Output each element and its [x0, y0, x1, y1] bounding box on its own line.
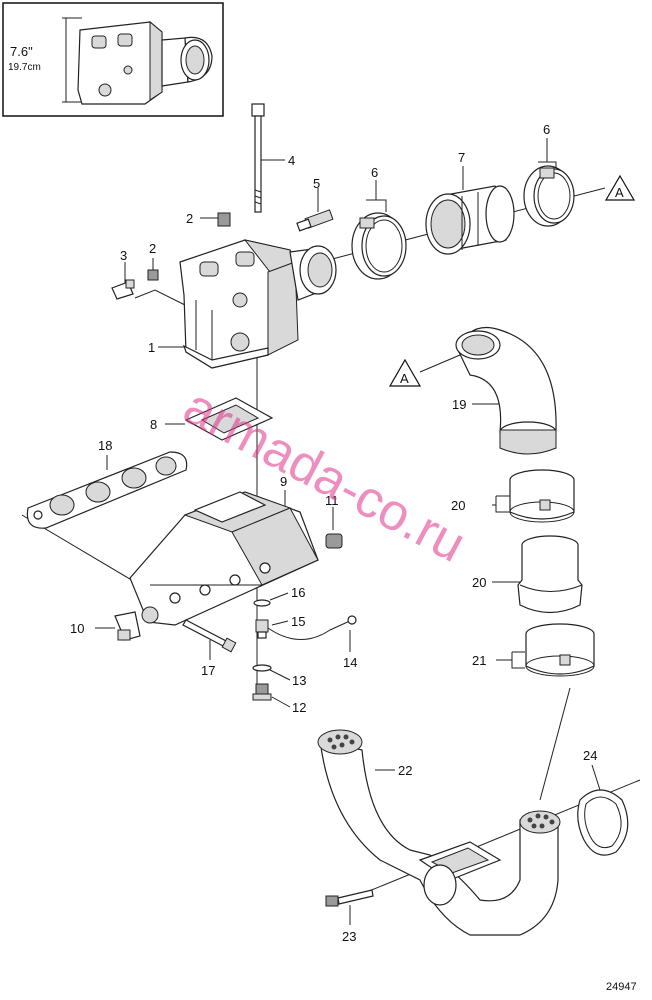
callout-20-top: 20 [451, 498, 465, 513]
inset-dimension-cm: 19.7cm [8, 62, 41, 73]
pipe-holes-top [327, 734, 355, 750]
hose-clamp-left [351, 212, 407, 280]
callout-2-left: 2 [149, 241, 156, 256]
callout-12: 12 [292, 700, 306, 715]
plug-left [147, 269, 159, 281]
callout-labels: 1 2 2 3 4 5 6 6 7 8 9 10 11 12 13 14 15 … [70, 122, 597, 944]
callout-9: 9 [280, 474, 287, 489]
manifold-bolt [182, 619, 237, 653]
callout-6-left: 6 [371, 165, 378, 180]
drain-plug [252, 683, 272, 701]
reference-marker-a-right: A [604, 174, 636, 201]
svg-text:A: A [615, 185, 624, 200]
callout-3: 3 [120, 248, 127, 263]
callout-7: 7 [458, 150, 465, 165]
sender-wire [267, 615, 357, 640]
callout-19: 19 [452, 397, 466, 412]
hose-clamp-20-bottom [525, 623, 595, 677]
pipe-bolt [325, 889, 374, 907]
callout-13: 13 [292, 673, 306, 688]
callout-15: 15 [291, 614, 305, 629]
callout-6-right: 6 [543, 122, 550, 137]
exhaust-hose [425, 185, 515, 255]
callout-8: 8 [150, 417, 157, 432]
callout-2-top: 2 [186, 211, 193, 226]
exhaust-manifold [129, 491, 319, 626]
callout-23: 23 [342, 929, 356, 944]
plug-top [217, 212, 231, 227]
exhaust-elbow [179, 239, 337, 369]
o-ring-13 [252, 664, 272, 672]
o-ring-16 [253, 599, 271, 607]
callout-16: 16 [291, 585, 305, 600]
callout-5: 5 [313, 176, 320, 191]
callout-20-bottom: 21 [472, 653, 486, 668]
elbow-fitting [114, 611, 141, 641]
callout-21: 20 [472, 575, 486, 590]
hose-clamp-20-top [509, 469, 575, 523]
reference-marker-a-left: A [388, 358, 422, 387]
callout-22: 22 [398, 763, 412, 778]
exhaust-pipe [317, 729, 561, 936]
inset-elbow-drawing [77, 20, 213, 105]
callout-24: 24 [583, 748, 597, 763]
inset-box: 7.6" 19.7cm [2, 2, 224, 117]
callout-4: 4 [288, 153, 295, 168]
callout-18: 18 [98, 438, 112, 453]
callout-1: 1 [148, 340, 155, 355]
manifold-plug [325, 533, 343, 549]
hose-adapter [517, 535, 583, 614]
sender-15 [255, 619, 269, 639]
drain-fitting [111, 279, 135, 300]
callout-11: 11 [325, 493, 339, 508]
pipe-gasket [577, 789, 629, 856]
inset-dimension-inches: 7.6" [10, 44, 33, 59]
callout-17: 17 [201, 663, 215, 678]
rubber-elbow [455, 326, 557, 455]
temperature-sender [296, 209, 334, 232]
callout-14: 14 [343, 655, 357, 670]
long-bolt [251, 103, 265, 213]
svg-text:A: A [400, 371, 409, 386]
manifold-gasket [26, 451, 188, 529]
hose-clamp-right [523, 165, 575, 227]
elbow-gasket [184, 397, 274, 441]
figure-number: 24947 [606, 981, 637, 993]
pipe-holes-right [527, 813, 555, 829]
callout-10: 10 [70, 621, 84, 636]
